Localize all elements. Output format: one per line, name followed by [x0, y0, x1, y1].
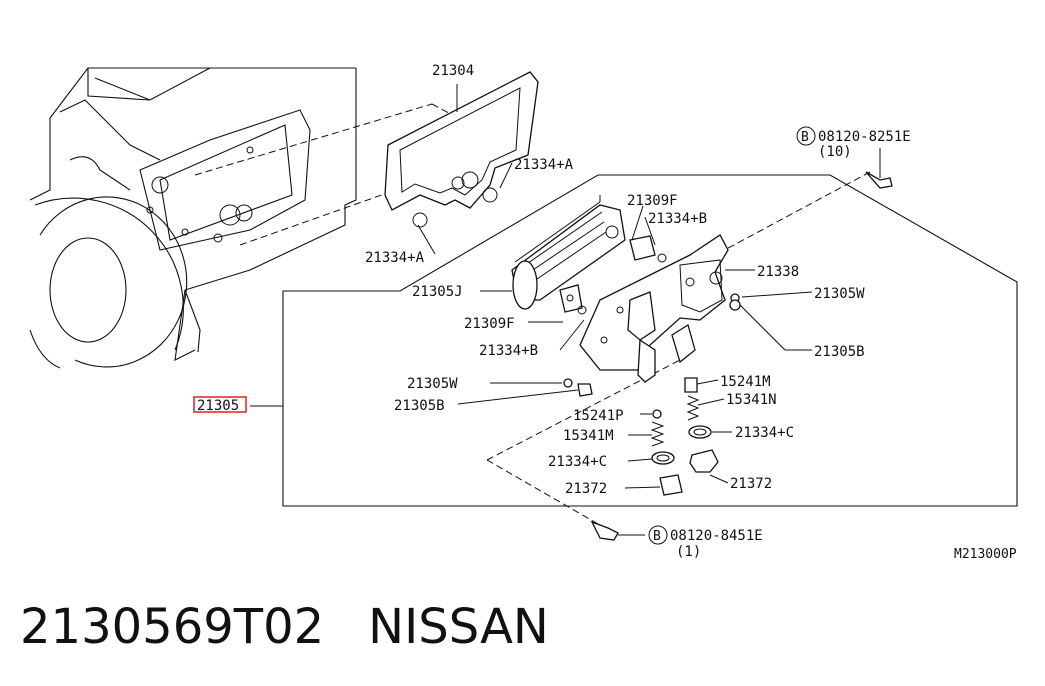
- part-labels: 21304 21334+A 21334+A 08120-8251E (10) 2…: [197, 63, 1017, 562]
- label-bolt-bottom: 08120-8451E: [670, 528, 763, 544]
- bracket-21338: [579, 234, 729, 383]
- label-connector-r: 21372: [730, 476, 772, 492]
- small-parts: [563, 148, 893, 541]
- label-ball-l: 15241P: [573, 408, 624, 424]
- label-bolt-l: 21305B: [394, 398, 445, 414]
- label-gasket-f1: 21309F: [627, 193, 678, 209]
- label-bolt-r: 21305B: [814, 344, 865, 360]
- gasket-21304: [384, 71, 539, 228]
- bolt-marker-bottom-letter: B: [653, 529, 661, 544]
- bolt-marker-top: [796, 126, 816, 146]
- label-spring-l: 15341M: [563, 428, 614, 444]
- label-spring-r: 15341N: [726, 392, 777, 408]
- label-gasket-top: 21304: [432, 63, 474, 79]
- label-cooler: 21305J: [412, 284, 463, 300]
- label-seal-a2: 21334+A: [365, 250, 425, 266]
- label-connector-l: 21372: [565, 481, 607, 497]
- label-bolt-top: 08120-8251E: [818, 129, 911, 145]
- label-bolt-top-qty: (10): [818, 144, 852, 160]
- label-bracket: 21338: [757, 264, 799, 280]
- part-number: 2130569T02: [20, 599, 325, 655]
- parts-diagram: B B 21304 21334+A 21334+A 08120-8251E (1…: [29, 63, 1018, 562]
- brand-name: NISSAN: [368, 599, 549, 655]
- label-washer-l: 21305W: [407, 376, 458, 392]
- label-seal-b1: 21334+B: [648, 211, 707, 227]
- label-plug-r: 15241M: [720, 374, 771, 390]
- highlight-box: [193, 396, 247, 413]
- diagram-code: M213000P: [954, 547, 1017, 562]
- bolt-marker-bottom: [648, 525, 668, 545]
- part-caption: 2130569T02 NISSAN: [20, 596, 549, 666]
- bolt-marker-top-letter: B: [801, 130, 809, 145]
- label-seal-c-l: 21334+C: [548, 454, 607, 470]
- label-seal-a1: 21334+A: [514, 157, 574, 173]
- engine-block-drawing: [29, 67, 357, 369]
- leader-lines: [417, 162, 813, 489]
- assembly-frame: [250, 174, 1018, 507]
- label-seal-c-r: 21334+C: [735, 425, 794, 441]
- label-washer-r: 21305W: [814, 286, 865, 302]
- label-assembly: 21305: [197, 398, 239, 414]
- label-bolt-bottom-qty: (1): [676, 544, 701, 560]
- label-gasket-f2: 21309F: [464, 316, 515, 332]
- oil-cooler-21305j: [511, 201, 667, 315]
- label-seal-b2: 21334+B: [479, 343, 538, 359]
